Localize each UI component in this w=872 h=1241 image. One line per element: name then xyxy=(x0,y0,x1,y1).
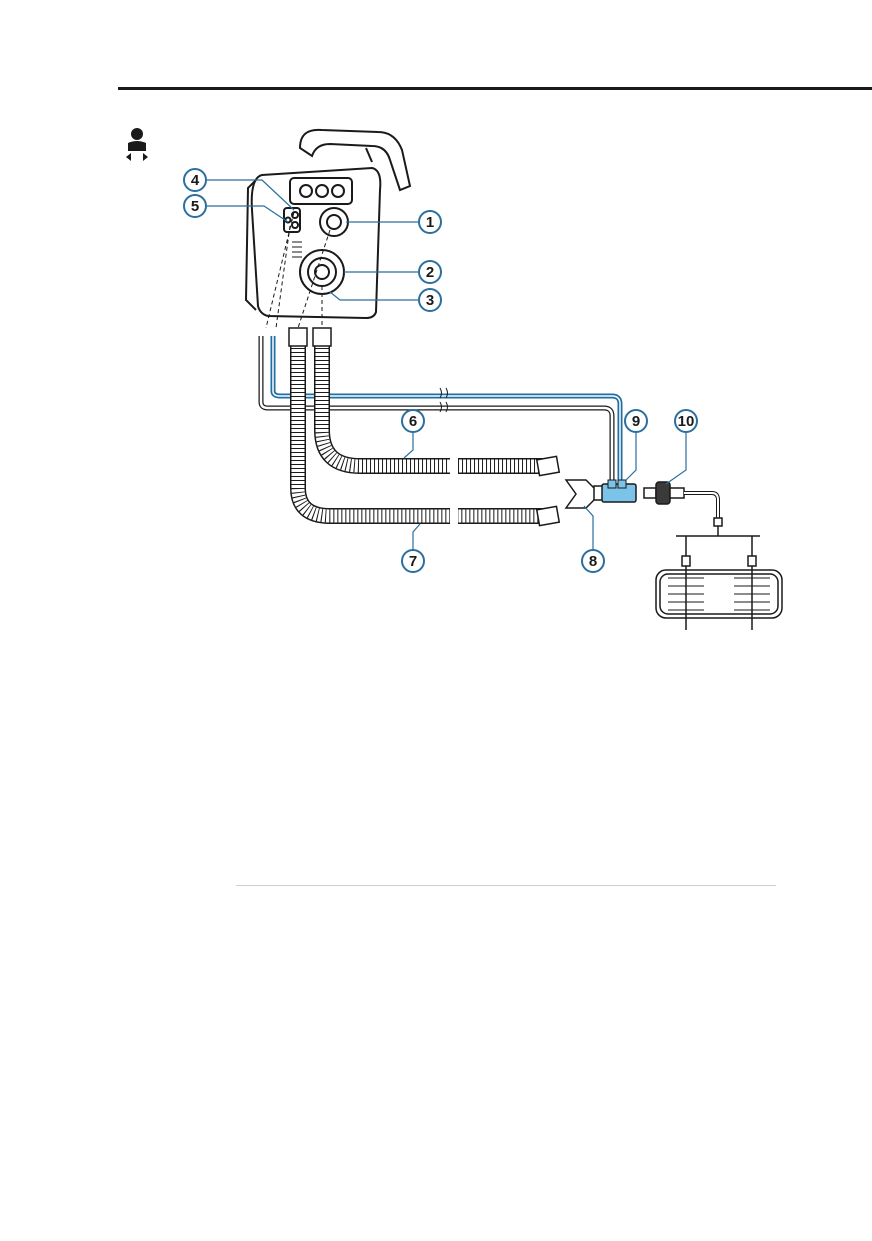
callout-1-label: 1 xyxy=(426,214,434,231)
neonatal-infant-icon xyxy=(126,128,148,161)
callout-10-label: 10 xyxy=(678,413,695,430)
callout-10: 10 xyxy=(674,409,698,433)
filter xyxy=(643,481,723,527)
callout-leaders xyxy=(206,179,687,550)
callout-5-label: 5 xyxy=(191,198,199,215)
callout-2-label: 2 xyxy=(426,264,434,281)
callout-4-label: 4 xyxy=(191,172,200,189)
callout-1: 1 xyxy=(418,210,442,234)
callout-3-label: 3 xyxy=(426,292,434,309)
callout-9: 9 xyxy=(624,409,648,433)
test-lung xyxy=(655,526,783,630)
callout-7-label: 7 xyxy=(409,553,417,570)
sampling-lines xyxy=(258,336,623,486)
callout-8-label: 8 xyxy=(589,553,597,570)
footer-rule xyxy=(236,885,776,886)
connection-guides xyxy=(265,211,331,329)
y-piece xyxy=(564,479,605,509)
callout-4: 4 xyxy=(183,168,207,192)
callout-5: 5 xyxy=(183,194,207,218)
ventilator-device xyxy=(244,128,412,320)
callout-9-label: 9 xyxy=(632,413,640,430)
callout-2: 2 xyxy=(418,260,442,284)
header-rule xyxy=(118,87,872,90)
callout-6-label: 6 xyxy=(409,413,417,430)
flow-sensor xyxy=(601,479,637,503)
inspiratory-expiratory-hoses xyxy=(288,327,561,527)
callout-7: 7 xyxy=(401,549,425,573)
callout-3: 3 xyxy=(418,288,442,312)
callout-6: 6 xyxy=(401,409,425,433)
callout-8: 8 xyxy=(581,549,605,573)
